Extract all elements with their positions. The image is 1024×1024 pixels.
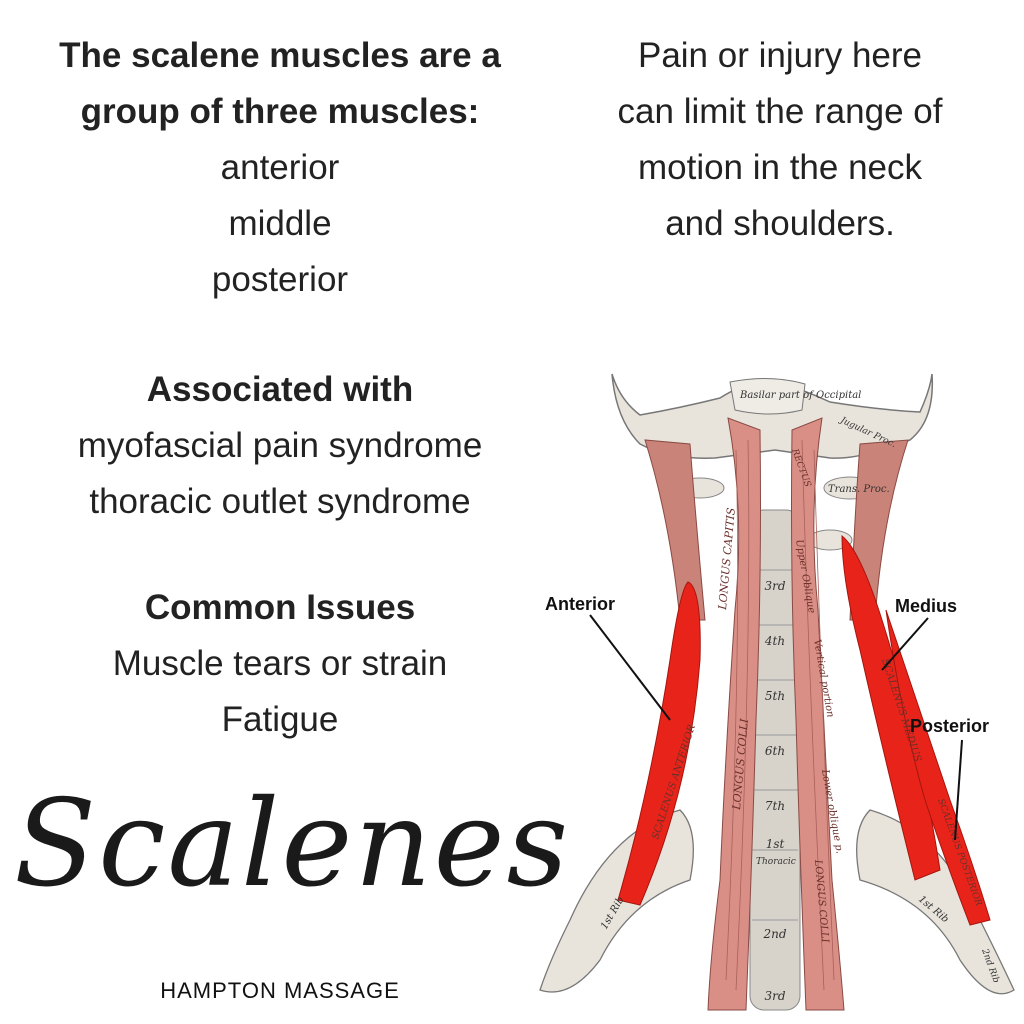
anterior-pointer xyxy=(589,614,671,721)
vertebra-label: 4th xyxy=(764,634,785,648)
pain-line-1: Pain or injury here xyxy=(637,36,923,75)
skull-base xyxy=(611,373,934,459)
scalenus-medius xyxy=(841,534,941,881)
longus-capitis-left xyxy=(707,417,761,1011)
label-basilar: Basilar part of Occipital xyxy=(739,390,861,401)
label-longus-capitis: LONGUS CAPITIS xyxy=(716,507,738,612)
associated-heading: Associated with xyxy=(146,370,414,409)
label-posterior: Posterior xyxy=(910,716,989,736)
issues-block: Common Issues Muscle tears or strain Fat… xyxy=(20,580,540,748)
issues-heading: Common Issues xyxy=(144,588,416,627)
medius-pointer xyxy=(881,617,929,671)
posterior-pointer xyxy=(954,739,963,841)
vertebra-label: 3rd xyxy=(764,579,785,593)
vertebra-label: 1st xyxy=(766,837,785,851)
label-trans-proc: Trans. Proc. xyxy=(828,484,890,495)
issue-item: Fatigue xyxy=(221,700,339,739)
brand-name: HAMPTON MASSAGE xyxy=(160,978,400,1003)
muscle-item-middle: middle xyxy=(228,204,332,243)
intro-line-1: The scalene muscles are a xyxy=(59,36,501,75)
scalenus-anterior xyxy=(617,581,701,906)
neck-anatomy-illustration: LONGUS CAPITIS LONGUS COLLI LONGUS COLLI… xyxy=(539,373,1015,1011)
muscle-item-posterior: posterior xyxy=(211,260,349,299)
associated-item: thoracic outlet syndrome xyxy=(89,482,471,521)
pain-line-4: and shoulders. xyxy=(665,204,895,243)
pain-line-2: can limit the range of xyxy=(617,92,943,131)
label-anterior: Anterior xyxy=(545,594,615,614)
issue-item: Muscle tears or strain xyxy=(112,644,448,683)
associated-block: Associated with myofascial pain syndrome… xyxy=(20,362,540,530)
vertebra-label: 7th xyxy=(765,799,785,813)
pain-block: Pain or injury here can limit the range … xyxy=(560,28,1000,252)
scalenus-posterior xyxy=(885,609,991,926)
vertebra-label: 5th xyxy=(765,689,785,703)
intro-block: The scalene muscles are a group of three… xyxy=(10,28,550,308)
intro-line-2: group of three muscles: xyxy=(80,92,480,131)
script-title: Scalenes xyxy=(14,775,571,914)
longus-colli-right xyxy=(791,417,845,1011)
vertebra-label: 2nd xyxy=(762,927,786,941)
label-thoracic: Thoracic xyxy=(756,857,796,867)
muscle-item-anterior: anterior xyxy=(220,148,340,187)
pain-line-3: motion in the neck xyxy=(637,148,923,187)
associated-item: myofascial pain syndrome xyxy=(77,426,483,465)
vertebra-label: 6th xyxy=(765,744,785,758)
label-medius: Medius xyxy=(895,596,957,616)
vertebra-label: 3rd xyxy=(764,989,785,1003)
